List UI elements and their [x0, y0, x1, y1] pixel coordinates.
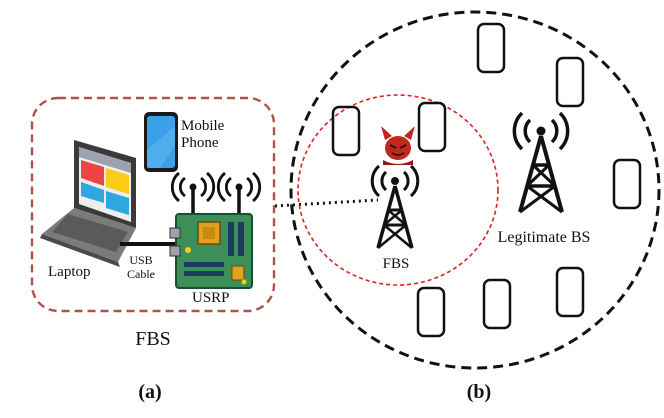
ue-phone-icon [555, 56, 585, 108]
usrp-label: USRP [192, 290, 230, 306]
usrp-board-icon [169, 171, 262, 289]
ue-phone-icon [416, 286, 446, 338]
devil-icon [381, 126, 415, 165]
ue-phone-icon [417, 101, 447, 153]
fbs-coverage-circle [297, 94, 499, 286]
legitimate-bs-tower-icon [512, 111, 570, 214]
fbs-device-box [30, 96, 276, 313]
fbs-tower-icon [370, 164, 420, 249]
panel-a: Mobile Phone Laptop USB Cable [30, 96, 276, 403]
ue-phone-icon [331, 105, 361, 157]
coverage-outer-circle [289, 10, 661, 370]
ue-phone-icon [612, 158, 642, 210]
ue-phone-icon [476, 22, 506, 74]
mobile-phone-label-line2: Phone [181, 135, 219, 151]
fbs-box-label: FBS [135, 328, 171, 350]
panel-b: FBS Legitimate BS (b) [289, 10, 661, 403]
connection-dotted-line [274, 198, 379, 208]
legitimate-bs-label: Legitimate BS [498, 229, 591, 246]
ue-phone-icon [555, 266, 585, 318]
usb-cable-label-line1: USB [129, 253, 152, 267]
caption-b: (b) [467, 381, 491, 403]
caption-a: (a) [138, 381, 161, 403]
laptop-icon [40, 140, 136, 267]
usb-cable-label-line2: Cable [127, 267, 155, 281]
ue-phone-icon [482, 278, 512, 330]
mobile-phone-icon [144, 112, 178, 172]
fbs-tower-label: FBS [383, 256, 410, 272]
mobile-phone-label-line1: Mobile [181, 118, 225, 134]
laptop-label: Laptop [48, 264, 91, 280]
